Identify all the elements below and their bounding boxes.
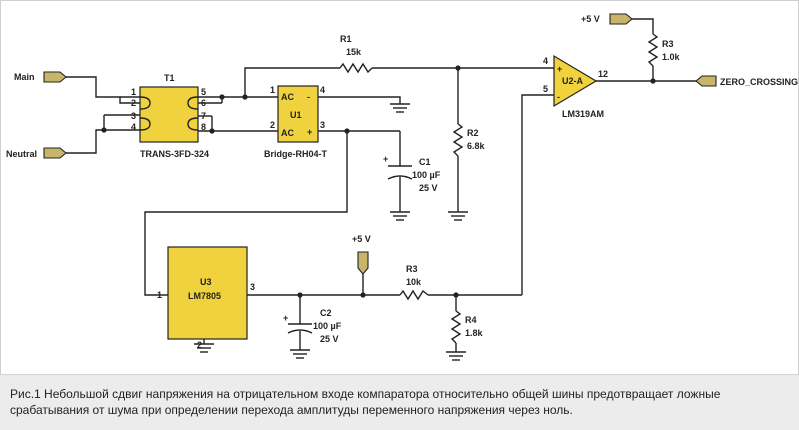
u3-part: LM7805	[188, 291, 221, 301]
c1-value: 100 µF	[412, 170, 441, 180]
port-main: Main	[14, 71, 67, 83]
r3-mid-ref: R3	[406, 264, 418, 274]
regulator-u3: U3 LM7805 1 3 2	[157, 246, 255, 350]
c2-ref: C2	[320, 308, 332, 318]
c1-ref: C1	[419, 157, 431, 167]
u1-part: Bridge-RH04-T	[264, 149, 328, 159]
transformer-t1: T1 TRANS-3FD-324 1 2 3 4 5 6 7 8	[131, 73, 209, 159]
u1-num-2: 2	[270, 120, 275, 130]
t1-pin-4: 4	[131, 122, 136, 132]
resistor-r4	[450, 310, 462, 344]
u1-pin-ac1: AC	[281, 92, 294, 102]
u3-num-2: 2	[197, 340, 202, 350]
u1-pin-plus: +	[307, 127, 312, 137]
figure-caption-panel: Рис.1 Небольшой сдвиг напряжения на отри…	[0, 374, 799, 430]
t1-pin-1: 1	[131, 87, 136, 97]
u2-in-minus: -	[557, 92, 560, 102]
u1-num-3: 3	[320, 120, 325, 130]
port-main-label: Main	[14, 72, 35, 82]
u1-num-1: 1	[270, 85, 275, 95]
u1-pin-minus: -	[307, 92, 310, 102]
c1-polarity: +	[383, 154, 388, 164]
resistor-r2	[452, 123, 464, 157]
r1-value: 15k	[346, 47, 362, 57]
t1-pin-5: 5	[201, 87, 206, 97]
wires	[66, 18, 702, 352]
u1-pin-ac2: AC	[281, 128, 294, 138]
wire-to-r1	[244, 67, 340, 97]
comparator-u2: + - U2-A LM319AM 4 5 12	[543, 54, 608, 119]
port-zero-crossing: ZERO_CROSSING	[695, 75, 798, 87]
capacitor-c1	[387, 165, 413, 180]
u3-ref: U3	[200, 277, 212, 287]
t1-pin-6: 6	[201, 98, 206, 108]
wire-bridge-minus	[318, 96, 401, 104]
r1-ref: R1	[340, 34, 352, 44]
wire-main	[66, 76, 140, 104]
c1-voltage: 25 V	[419, 183, 438, 193]
r2-ref: R2	[467, 128, 479, 138]
ground-icon	[194, 343, 214, 353]
bridge-u1: AC AC - + U1 Bridge-RH04-T 1 2 3 4	[264, 85, 328, 159]
resistor-r1	[339, 62, 373, 74]
wire-vcc-top	[632, 18, 654, 34]
wire-to-u2-minus	[521, 94, 554, 295]
capacitor-c2	[287, 323, 313, 334]
wire-dc-to-u3	[144, 131, 348, 296]
r3-mid-value: 10k	[406, 277, 422, 287]
u1-ref: U1	[290, 110, 302, 120]
port-vcc-top: +5 V	[581, 13, 633, 25]
c2-value: 100 µF	[313, 321, 342, 331]
u2-in-plus: +	[557, 64, 562, 74]
ground-icon	[290, 349, 310, 359]
u1-num-4: 4	[320, 85, 325, 95]
u2-num-5: 5	[543, 84, 548, 94]
ground-icon	[390, 211, 410, 221]
t1-pin-7: 7	[201, 111, 206, 121]
r3-top-ref: R3	[662, 39, 674, 49]
c2-voltage: 25 V	[320, 334, 339, 344]
resistor-r3-mid	[399, 289, 429, 301]
ground-icon	[446, 351, 466, 361]
port-neutral: Neutral	[6, 147, 67, 159]
circuit-schematic: T1 TRANS-3FD-324 1 2 3 4 5 6 7 8 AC AC -…	[6, 13, 798, 361]
port-zero-crossing-label: ZERO_CROSSING	[720, 77, 798, 87]
t1-pin-2: 2	[131, 98, 136, 108]
resistors	[339, 33, 659, 344]
ground-icon	[390, 103, 410, 113]
r3-top-value: 1.0k	[662, 52, 681, 62]
junction-dots	[101, 65, 656, 298]
u3-num-3: 3	[250, 282, 255, 292]
t1-part: TRANS-3FD-324	[140, 149, 209, 159]
c2-polarity: +	[283, 313, 288, 323]
ground-icon	[448, 211, 468, 221]
u2-part: LM319AM	[562, 109, 604, 119]
u2-num-4: 4	[543, 56, 548, 66]
r4-value: 1.8k	[465, 328, 484, 338]
resistor-r3-top	[647, 33, 659, 67]
r4-ref: R4	[465, 315, 477, 325]
t1-ref: T1	[164, 73, 175, 83]
wire-neutral	[66, 129, 140, 154]
port-vcc-mid: +5 V	[352, 234, 371, 275]
u2-num-12: 12	[598, 69, 608, 79]
port-vcc-top-label: +5 V	[581, 14, 600, 24]
r2-value: 6.8k	[467, 141, 486, 151]
port-vcc-mid-label: +5 V	[352, 234, 371, 244]
port-neutral-label: Neutral	[6, 149, 37, 159]
ground-symbols	[194, 103, 468, 361]
figure-caption: Рис.1 Небольшой сдвиг напряжения на отри…	[10, 387, 721, 417]
u2-ref: U2-A	[562, 76, 584, 86]
u3-num-1: 1	[157, 290, 162, 300]
t1-pin-3: 3	[131, 111, 136, 121]
t1-pin-8: 8	[201, 122, 206, 132]
